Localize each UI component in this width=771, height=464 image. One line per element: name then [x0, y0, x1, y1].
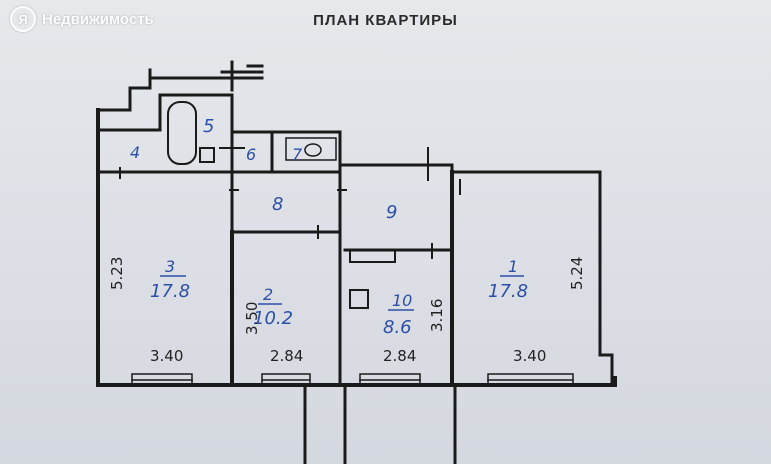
room-8-label: 8: [272, 194, 283, 215]
dim-room2-width: 2.84: [270, 347, 303, 365]
brand-name: Недвижимость: [42, 10, 154, 28]
page-title: ПЛАН КВАРТИРЫ: [313, 12, 458, 29]
dim-room3-width: 3.40: [150, 347, 183, 365]
entrance-bracket: [148, 60, 264, 92]
outer-wall-top-left: [96, 76, 264, 112]
room-6-label: 6: [246, 145, 256, 164]
balcony: [303, 386, 457, 464]
room-9-label: 9: [386, 202, 397, 223]
room-10-area: 8.6: [383, 317, 412, 338]
outer-wall-left-bottom: [96, 108, 617, 387]
room-10-label: 10: [392, 291, 412, 310]
room-1-label: 1: [508, 257, 518, 276]
room-2-label: 2: [263, 285, 273, 304]
room-1-area: 17.8: [488, 281, 528, 302]
dim-room1-width: 3.40: [513, 347, 546, 365]
brand-logo[interactable]: Я Недвижимость: [10, 6, 154, 32]
outer-wall-right: [338, 130, 614, 387]
room-4-label: 4: [130, 143, 140, 162]
room-2-area: 10.2: [253, 308, 293, 329]
toilet-area: [285, 137, 337, 161]
room-7-label: 7: [292, 145, 303, 164]
dim-room10-width: 2.84: [383, 347, 416, 365]
dim-room2-height: 3.50: [243, 302, 261, 335]
room-3-area: 17.8: [150, 281, 190, 302]
room-3-label: 3: [165, 257, 175, 276]
brand-badge-icon: Я: [10, 6, 36, 32]
kitchen-unit: [349, 249, 396, 263]
windows: [131, 373, 574, 387]
bathtub: [167, 101, 197, 165]
stove: [349, 289, 369, 309]
sink: [199, 147, 215, 163]
room-5-label: 5: [203, 116, 214, 137]
toilet: [304, 143, 322, 157]
dim-room10-height: 3.16: [428, 299, 446, 332]
dim-room3-height: 5.23: [108, 257, 126, 290]
dim-room1-height: 5.24: [568, 257, 586, 290]
